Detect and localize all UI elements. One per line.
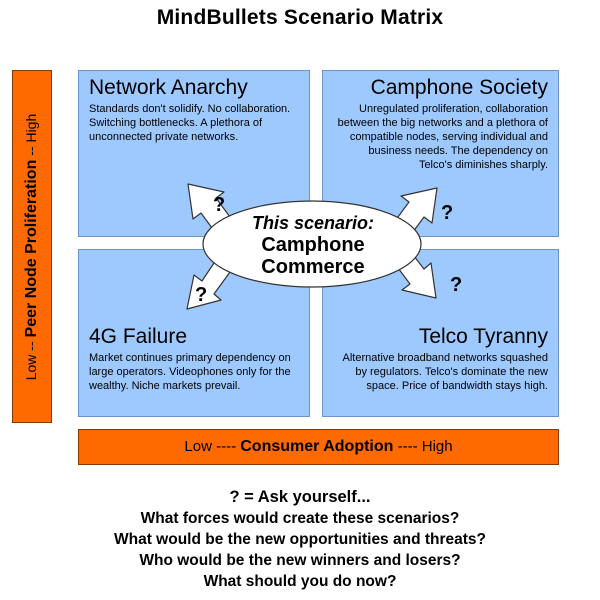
page-title: MindBullets Scenario Matrix: [156, 6, 444, 29]
y-axis-bar: Low -- Peer Node Proliferation -- High: [12, 70, 52, 423]
question-mark-top-right: ?: [441, 202, 453, 224]
quadrant-description: Standards don't solidify. No collaborati…: [89, 103, 291, 143]
center-ellipse: [202, 200, 422, 288]
arrow-bottom-left: [186, 259, 231, 310]
footer-line: Who would be the new winners and losers?: [139, 552, 461, 569]
question-mark-bottom-left: ?: [195, 284, 207, 306]
quadrant-title: Telco Tyranny: [418, 325, 548, 348]
question-mark-bottom-right: ?: [450, 274, 462, 296]
x-axis-title: Consumer Adoption: [240, 438, 394, 455]
quadrant-title: 4G Failure: [89, 325, 188, 348]
quadrant-camphone-society: Camphone Society Unregulated proliferati…: [322, 70, 559, 237]
quadrant-telco-tyranny: Telco Tyranny Alternative broadband netw…: [322, 249, 559, 417]
quadrant-description: Market continues primary dependency on l…: [89, 352, 291, 392]
quadrant-description: Alternative broadband networks squashed …: [342, 352, 548, 392]
footer-line: What should you do now?: [203, 573, 397, 590]
footer-questions: ? = Ask yourself... What forces would cr…: [0, 487, 600, 592]
footer-line: ? = Ask yourself...: [229, 488, 371, 506]
center-lead: This scenario:: [251, 213, 375, 233]
arrow-top-left: [187, 183, 231, 233]
footer-line: What would be the new opportunities and …: [114, 531, 486, 548]
quadrant-description: Unregulated proliferation, collaboration…: [337, 103, 548, 171]
center-scenario-label: This scenario: Camphone Commerce: [233, 212, 393, 278]
x-axis-high: ---- High: [397, 438, 453, 455]
center-name-line1: Camphone: [261, 234, 365, 256]
center-name-line2: Commerce: [261, 256, 365, 278]
x-axis-low: Low ----: [184, 438, 237, 455]
footer-line: What forces would create these scenarios…: [140, 510, 460, 527]
quadrant-title: Camphone Society: [370, 76, 548, 99]
quadrant-title: Network Anarchy: [89, 76, 248, 99]
x-axis-bar: Low ---- Consumer Adoption ---- High: [78, 429, 559, 465]
question-mark-top-left: ?: [213, 194, 225, 216]
